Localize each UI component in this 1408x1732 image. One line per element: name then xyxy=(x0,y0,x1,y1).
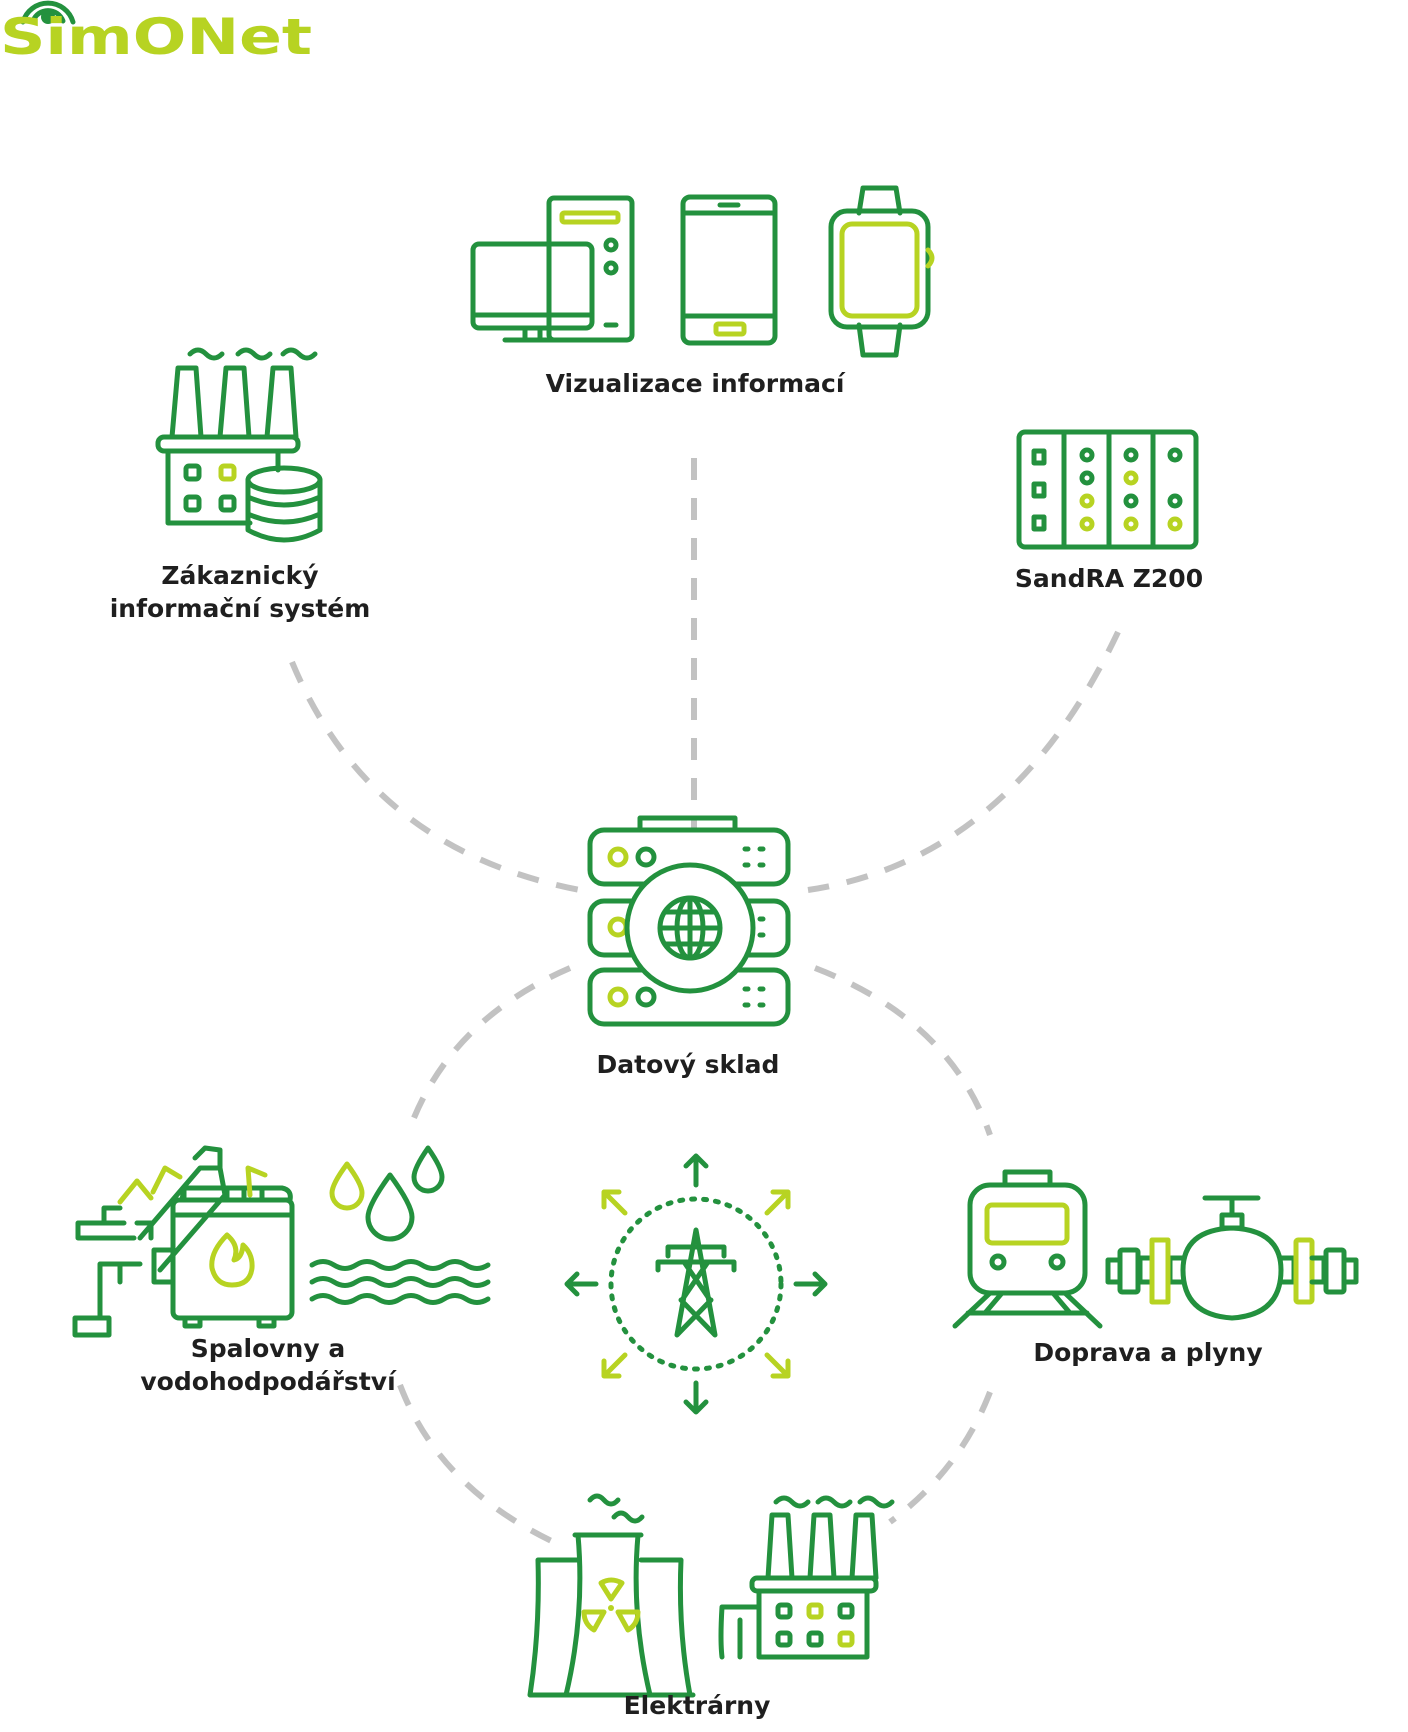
label-elektrarny: Elektrárny xyxy=(624,1691,771,1720)
server-globe-icon xyxy=(587,815,791,1027)
connector-zis xyxy=(289,660,581,893)
connector-doprava xyxy=(813,965,993,1136)
connector-lines xyxy=(289,458,1121,1548)
smartwatch-icon xyxy=(828,185,935,358)
simonet-logo: SimONet xyxy=(0,0,312,66)
connector-doprava-elektrarny xyxy=(888,1390,993,1525)
label-doprava: Doprava a plyny xyxy=(1033,1338,1262,1367)
label-vizualizace: Vizualizace informací xyxy=(546,369,846,398)
label-zis-line2: informační systém xyxy=(110,594,371,623)
label-zis-line1: Zákaznický xyxy=(161,561,318,590)
power-tower-icon xyxy=(564,1153,828,1415)
train-icon xyxy=(952,1169,1103,1329)
connector-sandra xyxy=(807,630,1121,893)
incinerator-icon xyxy=(72,1145,295,1338)
water-drops-icon xyxy=(309,1145,491,1305)
label-sandra: SandRA Z200 xyxy=(1015,564,1203,593)
desktop-computer-icon xyxy=(470,195,635,343)
power-plant-icon xyxy=(718,1495,895,1660)
connector-spalovny xyxy=(407,965,572,1130)
logo-text: SimONet xyxy=(0,8,312,66)
smartphone-icon xyxy=(680,194,778,346)
label-spalovny-line1: Spalovny a xyxy=(191,1334,345,1363)
nuclear-cooling-tower-icon xyxy=(527,1493,696,1698)
gas-pipe-valve-icon xyxy=(1105,1195,1359,1321)
signal-icon xyxy=(20,0,76,25)
factory-database-icon xyxy=(155,347,323,543)
label-datovy-sklad: Datový sklad xyxy=(597,1050,780,1079)
connector-spalovny-elektrarny xyxy=(397,1383,562,1548)
label-spalovny-line2: vodohodpodářství xyxy=(140,1367,397,1396)
sandra-rack-icon xyxy=(1016,429,1199,550)
